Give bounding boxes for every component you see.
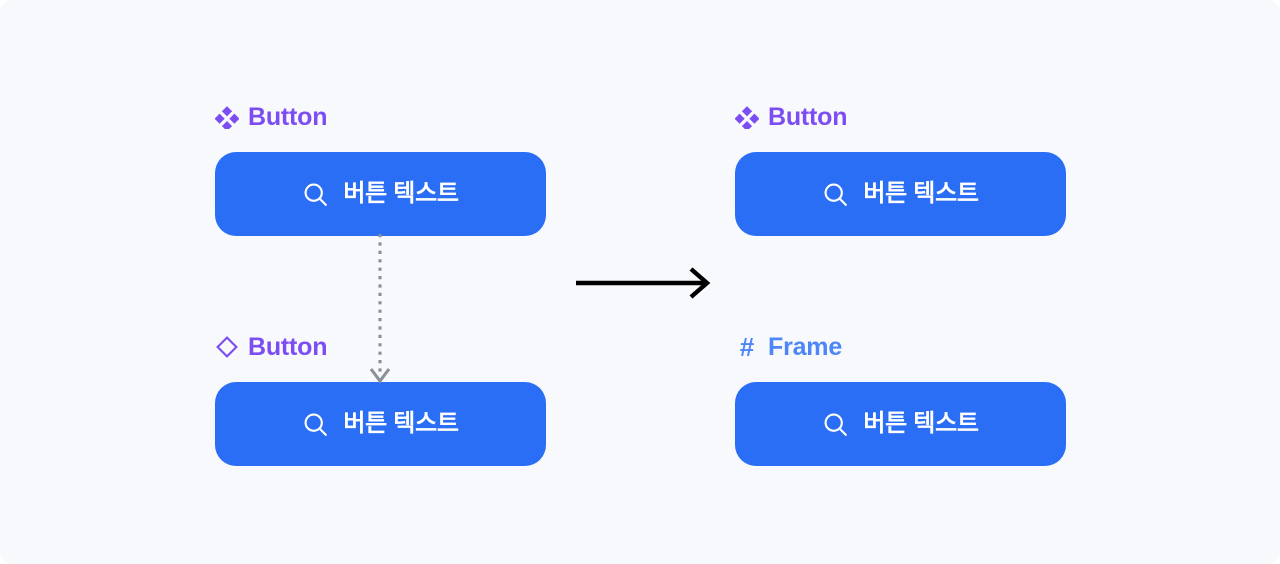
search-icon xyxy=(304,413,328,436)
component-set-icon xyxy=(215,105,239,129)
node-top-left: Button 버튼 텍스트 xyxy=(215,100,546,236)
button-label: 버튼 텍스트 xyxy=(343,410,459,437)
layer-label-text: Button xyxy=(248,332,328,361)
layer-label-text: Button xyxy=(768,102,848,131)
button-bottom-right[interactable]: 버튼 텍스트 xyxy=(735,382,1066,466)
search-icon xyxy=(824,183,848,206)
button-bottom-left[interactable]: 버튼 텍스트 xyxy=(215,382,546,466)
hash-glyph: # xyxy=(739,331,755,362)
layer-label-instance-bottom-left[interactable]: Button xyxy=(215,330,546,364)
node-bottom-left: Button 버튼 텍스트 xyxy=(215,330,546,466)
button-label: 버튼 텍스트 xyxy=(343,180,459,207)
button-label: 버튼 텍스트 xyxy=(863,180,979,207)
layer-label-component-set-top-left[interactable]: Button xyxy=(215,100,546,134)
layer-label-component-set-top-right[interactable]: Button xyxy=(735,100,1066,134)
button-top-left[interactable]: 버튼 텍스트 xyxy=(215,152,546,236)
layer-label-text: Button xyxy=(248,102,328,131)
instance-link-arrow xyxy=(369,234,391,384)
button-label: 버튼 텍스트 xyxy=(863,410,979,437)
layer-label-frame-bottom-right[interactable]: # Frame xyxy=(735,330,1066,364)
search-icon xyxy=(304,183,328,206)
component-set-icon xyxy=(735,105,759,129)
node-top-right: Button 버튼 텍스트 xyxy=(735,100,1066,236)
transform-arrow xyxy=(576,267,711,299)
layer-label-text: Frame xyxy=(768,332,843,361)
component-instance-icon xyxy=(215,335,239,359)
search-icon xyxy=(824,413,848,436)
button-top-right[interactable]: 버튼 텍스트 xyxy=(735,152,1066,236)
hash-icon: # xyxy=(735,331,759,362)
node-bottom-right: # Frame 버튼 텍스트 xyxy=(735,330,1066,466)
